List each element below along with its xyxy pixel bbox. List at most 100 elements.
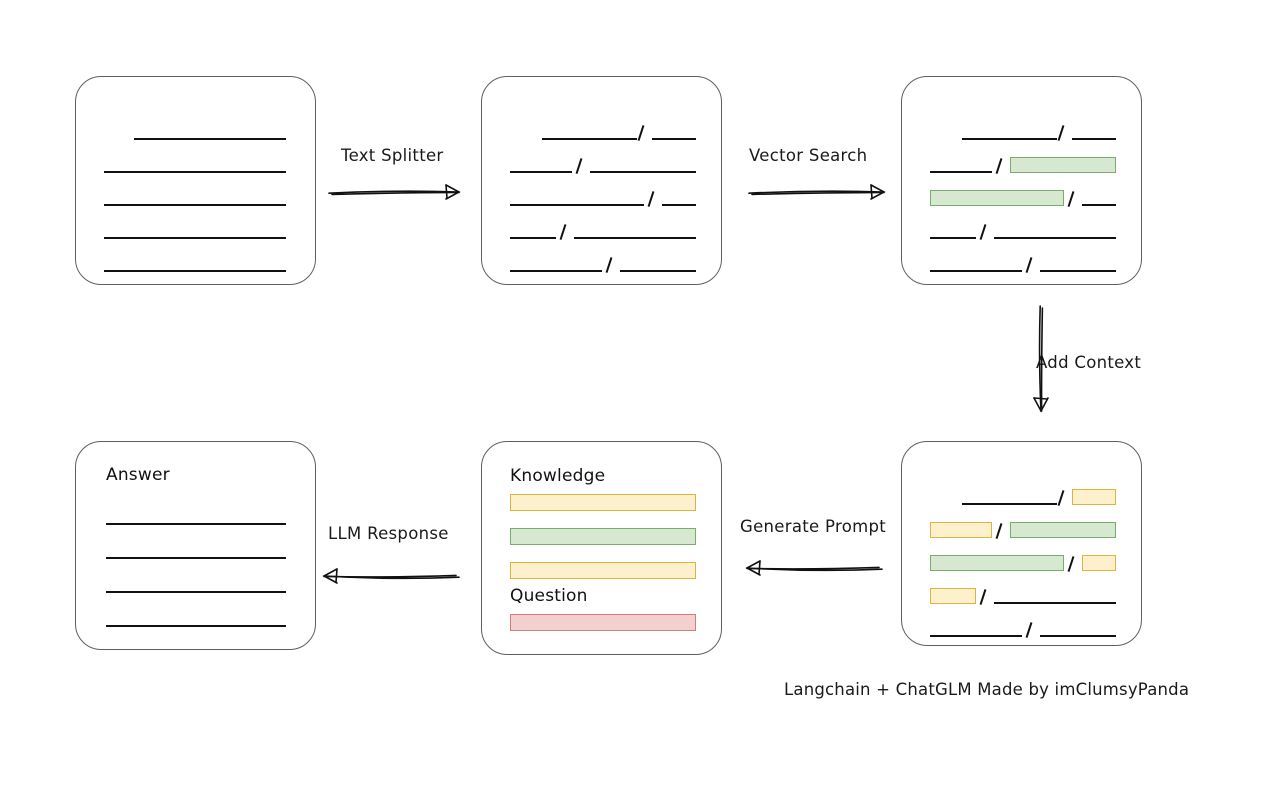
text-line [510, 237, 556, 239]
text-row [902, 255, 1141, 275]
text-row [902, 488, 1141, 508]
text-line [104, 204, 286, 206]
text-line [1072, 138, 1116, 140]
node-split-chunks[interactable] [481, 76, 722, 285]
highlight-bar-green [930, 190, 1064, 206]
text-line [1040, 270, 1116, 272]
text-row [902, 620, 1141, 640]
text-line [134, 138, 286, 140]
highlight-bar-red [510, 614, 696, 631]
footer-credit: Langchain + ChatGLM Made by imClumsyPand… [784, 680, 1190, 699]
text-line [930, 171, 992, 173]
highlight-bar-yellow [510, 494, 696, 511]
text-line [104, 237, 286, 239]
node-title: Answer [106, 465, 170, 485]
text-line [962, 503, 1057, 505]
text-row [902, 554, 1141, 574]
text-row [76, 123, 315, 143]
edge-label-add-context: Add Context [1036, 353, 1142, 372]
text-row [482, 123, 721, 143]
text-line [590, 171, 696, 173]
text-row [76, 255, 315, 275]
separator-slash [979, 224, 987, 240]
highlight-bar-green [510, 528, 696, 545]
separator-slash [979, 589, 987, 605]
text-row [76, 189, 315, 209]
text-line [104, 270, 286, 272]
text-line [930, 270, 1022, 272]
arrow-text-splitter [328, 184, 461, 200]
text-line [930, 635, 1022, 637]
text-row [76, 542, 315, 562]
separator-slash [647, 191, 655, 207]
node-source-document[interactable] [75, 76, 316, 285]
highlight-bar-green [1010, 522, 1116, 538]
edge-label-generate-prompt: Generate Prompt [740, 517, 886, 536]
separator-slash [995, 523, 1003, 539]
text-row [902, 587, 1141, 607]
text-line [930, 237, 976, 239]
text-line [104, 171, 286, 173]
section-heading-knowledge: Knowledge [510, 466, 606, 486]
edge-label-vector-search: Vector Search [749, 146, 868, 165]
text-line [1082, 204, 1116, 206]
arrow-llm-response [322, 568, 460, 584]
separator-slash [1025, 257, 1033, 273]
separator-slash [637, 125, 645, 141]
text-row [482, 255, 721, 275]
text-row [482, 189, 721, 209]
separator-slash [1057, 490, 1065, 506]
highlight-bar-yellow [930, 522, 992, 538]
separator-slash [575, 158, 583, 174]
highlight-bar-yellow [930, 588, 976, 604]
highlight-bar-green [1010, 157, 1116, 173]
text-line [962, 138, 1057, 140]
highlight-bar-yellow [1082, 555, 1116, 571]
text-row [902, 521, 1141, 541]
text-row [902, 189, 1141, 209]
text-line [510, 270, 602, 272]
highlight-bar-yellow [1072, 489, 1116, 505]
arrow-vector-search [748, 184, 886, 200]
text-row [482, 222, 721, 242]
text-row [902, 123, 1141, 143]
separator-slash [605, 257, 613, 273]
separator-slash [559, 224, 567, 240]
text-line [994, 602, 1116, 604]
text-line [510, 171, 572, 173]
text-line [106, 625, 286, 627]
text-row [76, 610, 315, 630]
text-row [902, 156, 1141, 176]
text-row [76, 576, 315, 596]
text-row [482, 156, 721, 176]
arrow-add-context [1033, 305, 1049, 413]
text-row [76, 508, 315, 528]
text-line [1040, 635, 1116, 637]
node-vector-matches[interactable] [901, 76, 1142, 285]
text-row [76, 222, 315, 242]
node-context-added[interactable] [901, 441, 1142, 646]
separator-slash [1057, 125, 1065, 141]
text-line [652, 138, 696, 140]
edge-label-text-splitter: Text Splitter [341, 146, 444, 165]
separator-slash [1025, 622, 1033, 638]
text-line [574, 237, 696, 239]
separator-slash [1067, 191, 1075, 207]
text-line [106, 557, 286, 559]
text-line [106, 523, 286, 525]
text-line [994, 237, 1116, 239]
text-line [542, 138, 637, 140]
text-row [76, 156, 315, 176]
highlight-bar-green [930, 555, 1064, 571]
text-line [106, 591, 286, 593]
separator-slash [1067, 556, 1075, 572]
separator-slash [995, 158, 1003, 174]
highlight-bar-yellow [510, 562, 696, 579]
node-answer[interactable]: Answer [75, 441, 316, 650]
text-line [510, 204, 644, 206]
text-row [902, 222, 1141, 242]
text-line [662, 204, 696, 206]
text-line [620, 270, 696, 272]
